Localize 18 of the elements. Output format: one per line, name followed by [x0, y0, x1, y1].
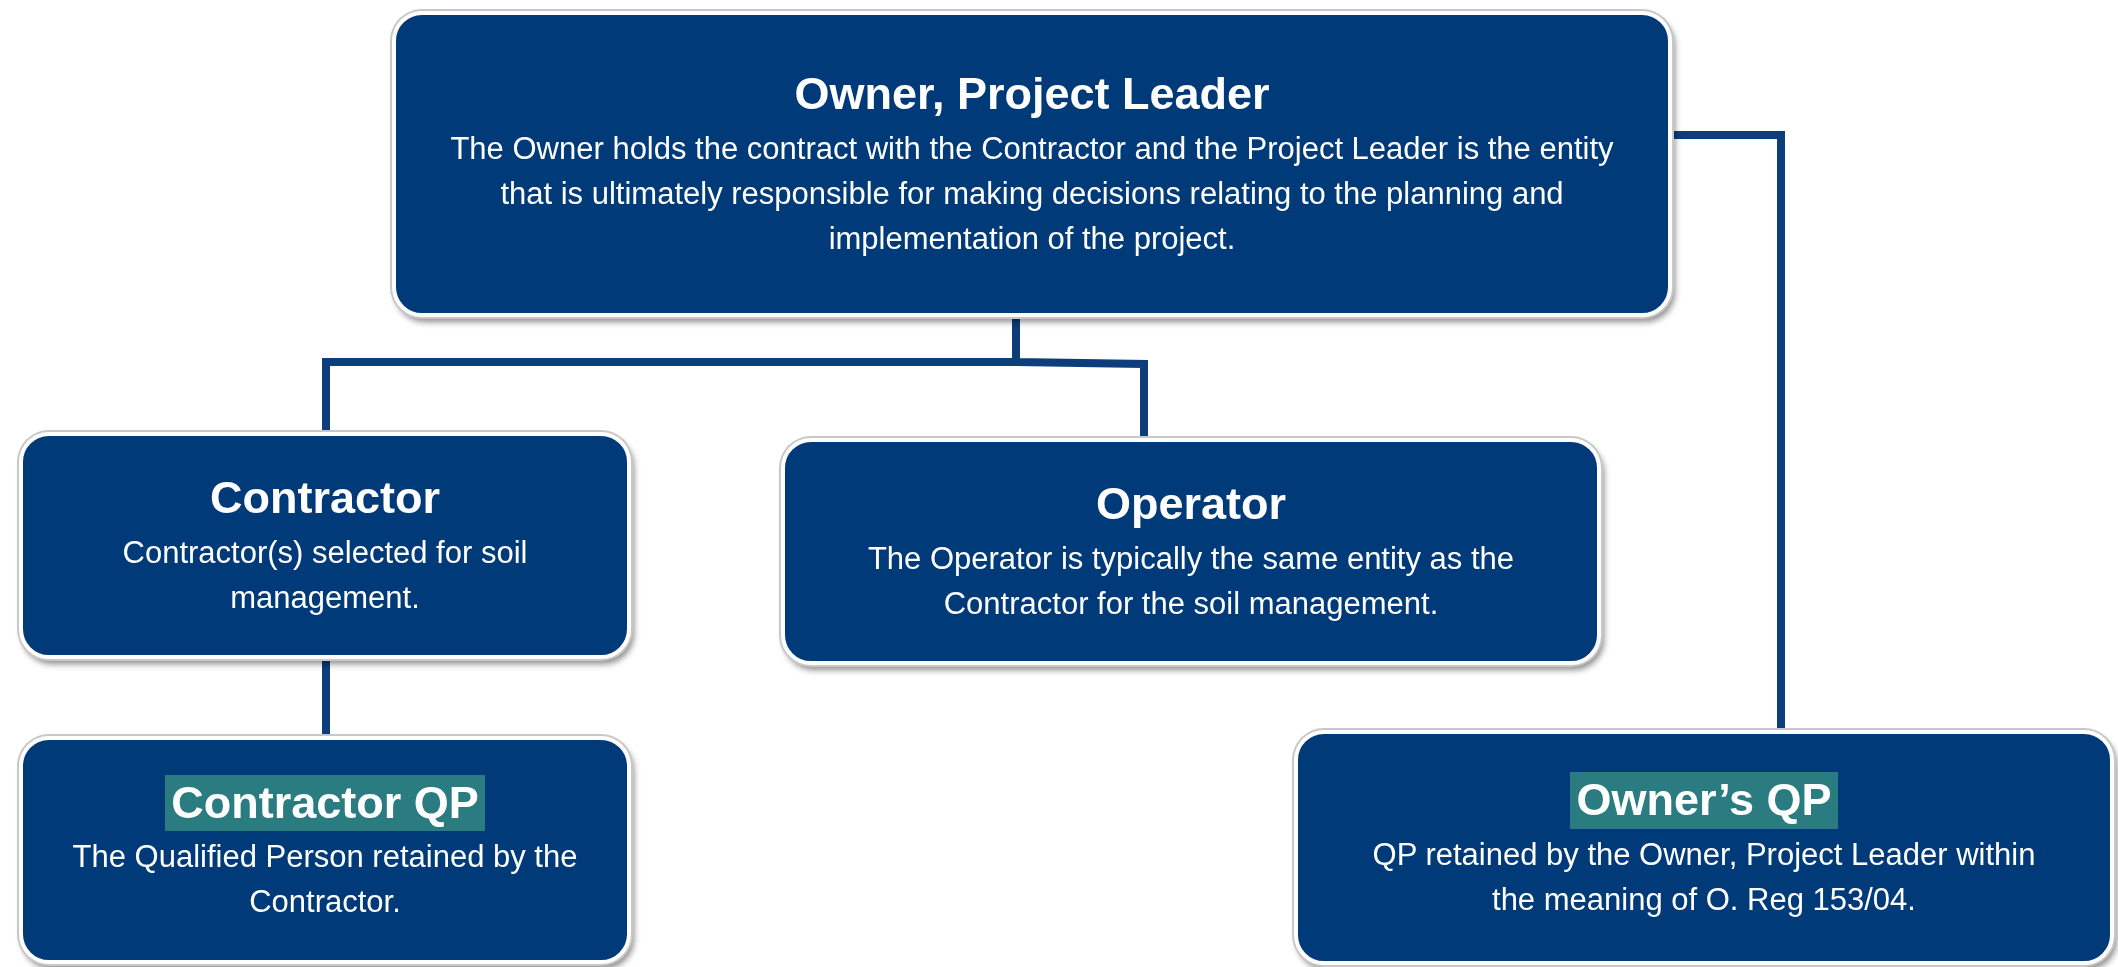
role-description: QP retained by the Owner, Project Leader within the meaning of O. Reg 153/04. — [1371, 835, 2037, 919]
role-box — [1294, 730, 2114, 965]
role-description: The Qualified Person retained by the Contractor. — [71, 838, 579, 922]
role-heading: Operator — [1095, 477, 1286, 532]
role-box — [392, 11, 1672, 317]
role-heading: Owner, Project Leader — [794, 67, 1270, 122]
highlighted-heading: Contractor QP — [165, 774, 485, 832]
role-description: Contractor(s) selected for soil management. — [121, 533, 529, 617]
highlighted-heading: Owner’s QP — [1570, 772, 1838, 829]
role-description: The Owner holds the contract with the Contractor and the Project Leader is the entity that is ultimately responsible for making decisions relating to the planning and implementation of the project. — [449, 129, 1615, 258]
connector-line — [1012, 317, 1148, 438]
role-heading: Contractor — [210, 471, 440, 526]
role-box — [19, 736, 631, 964]
connector-line — [322, 659, 330, 736]
role-box — [19, 432, 631, 659]
role-description: The Operator is typically the same entity as the Contractor for the soil management. — [866, 539, 1516, 623]
role-box — [781, 438, 1601, 665]
connector-line — [1672, 131, 1785, 730]
